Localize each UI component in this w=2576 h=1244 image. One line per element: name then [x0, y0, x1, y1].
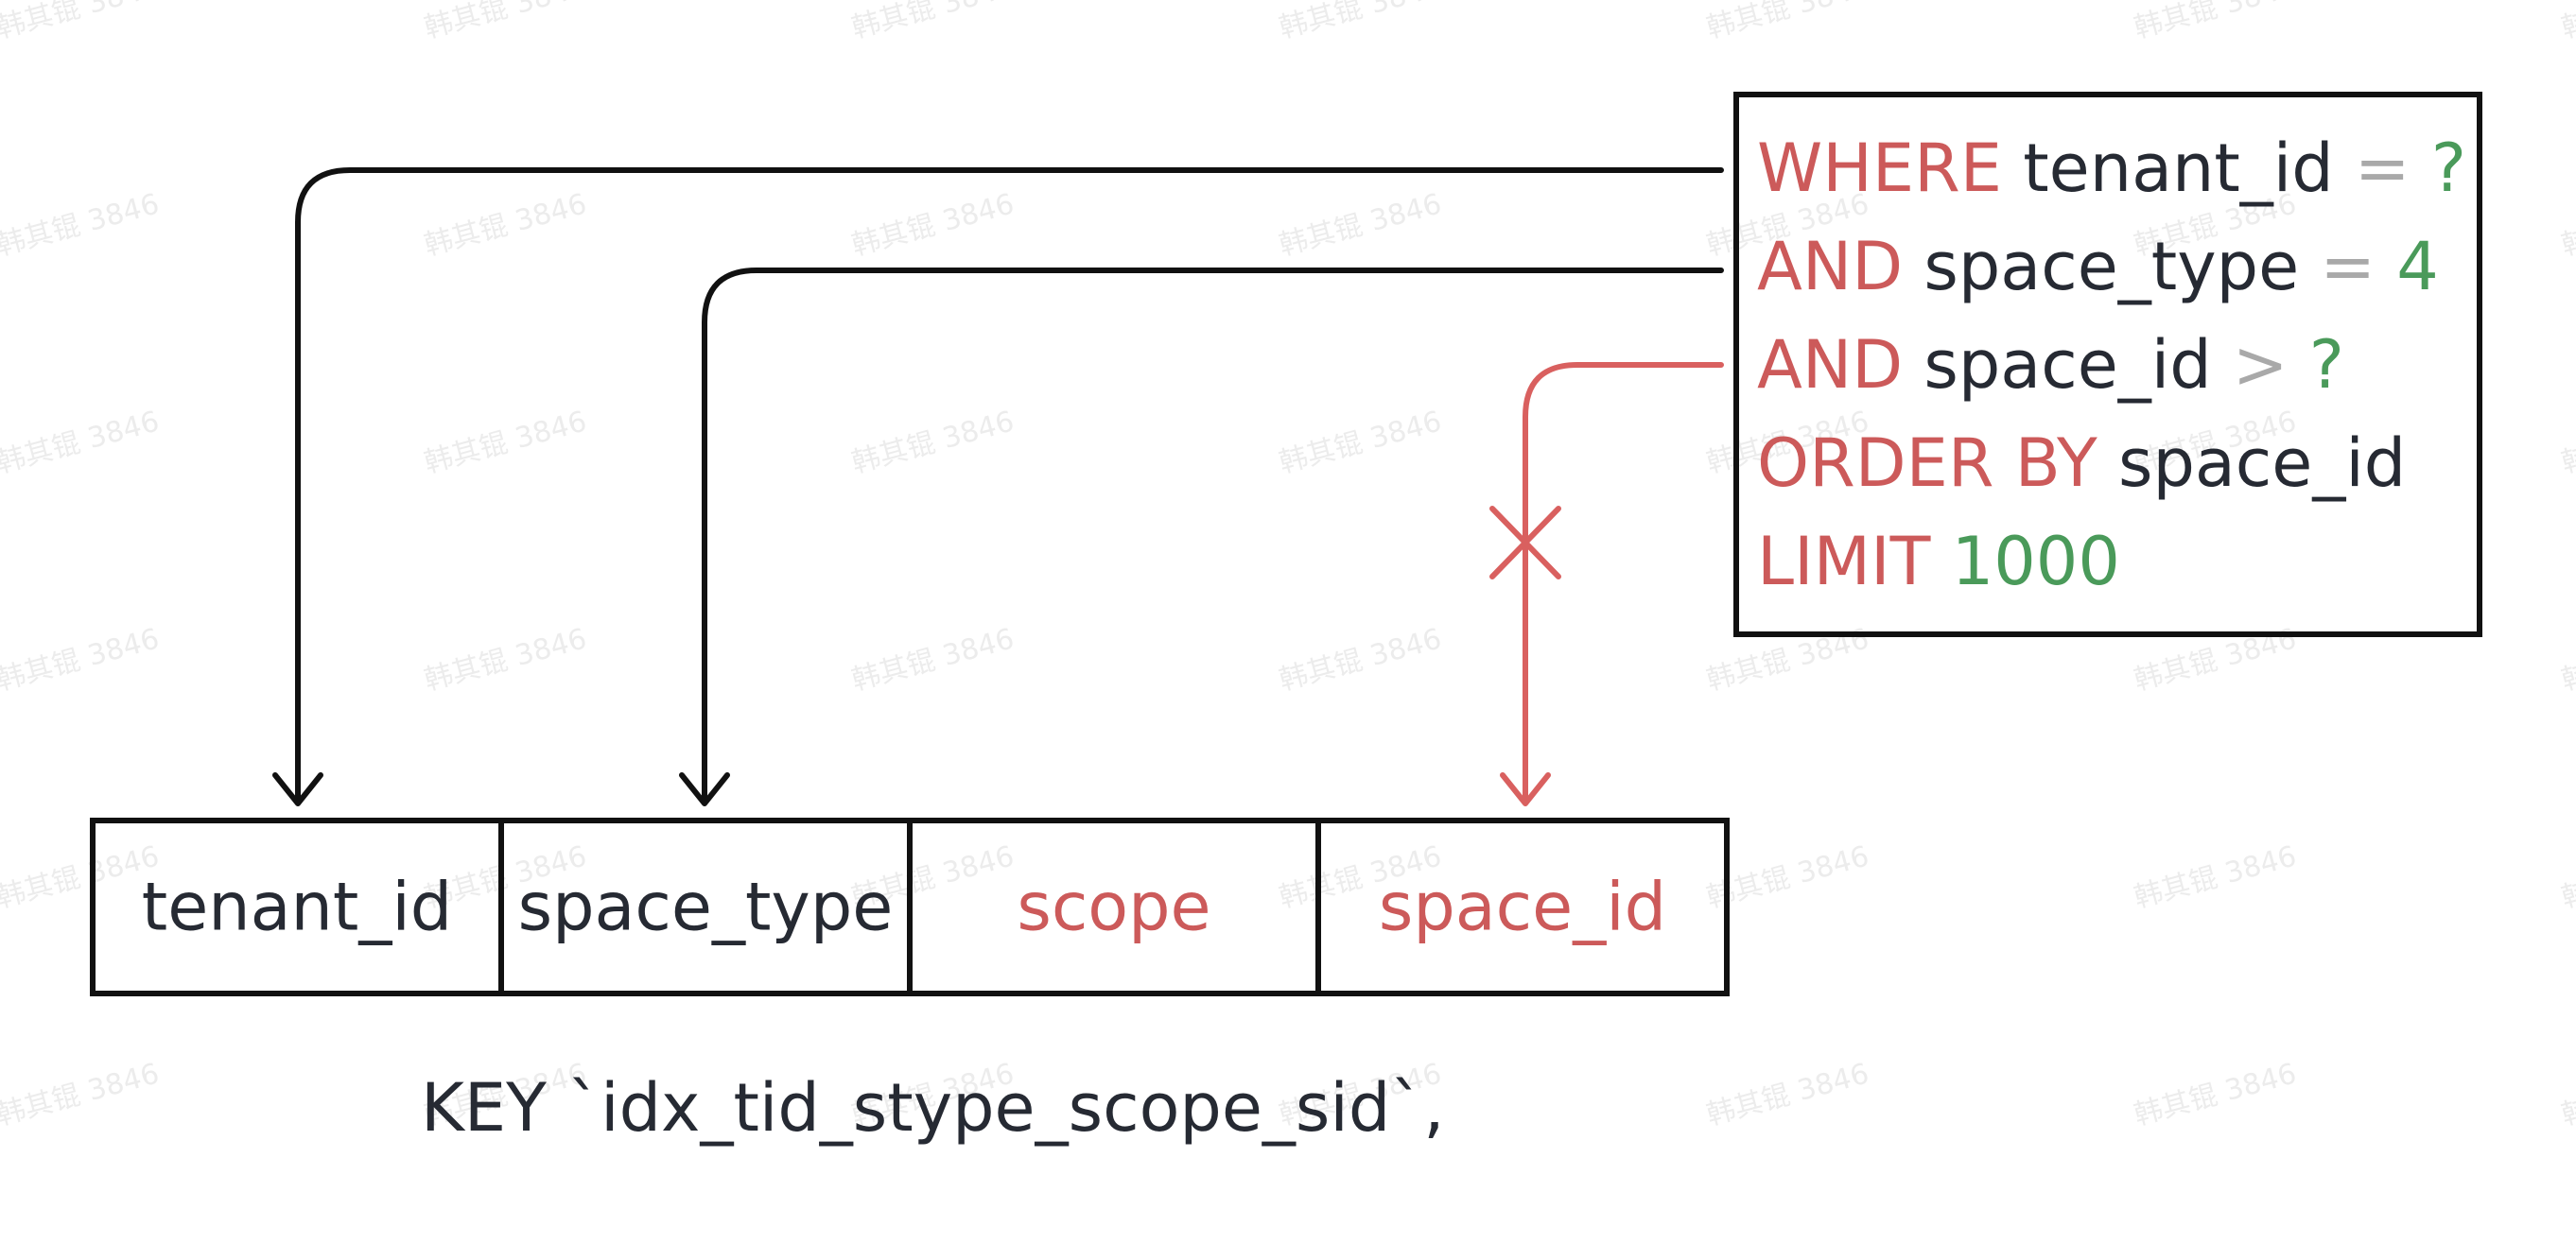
watermark-text: 韩其锟 3846 [1703, 1057, 1872, 1132]
watermark-text: 韩其锟 3846 [421, 622, 590, 697]
index-column-space-id: space_id [1315, 818, 1730, 996]
watermark-text: 韩其锟 3846 [2131, 1057, 2300, 1132]
arrow-space-id-blocked [1523, 362, 1724, 802]
watermark-text: 韩其锟 3846 [1276, 0, 1445, 45]
watermark-text: 韩其锟 3846 [1276, 187, 1445, 262]
sql-token: tenant_id [2002, 130, 2334, 207]
sql-line-3: AND space_id > ? [1757, 326, 2344, 404]
sql-token: = [2334, 130, 2411, 207]
watermark-text: 韩其锟 3846 [848, 622, 1018, 697]
watermark-text: 韩其锟 3846 [2558, 187, 2576, 262]
sql-query-frame [1733, 92, 2482, 637]
arrowhead-tenant-id [272, 772, 323, 806]
watermark-text: 韩其锟 3846 [2558, 405, 2576, 479]
sql-line-1: WHERE tenant_id = ? [1757, 130, 2466, 207]
sql-token: 1000 [1930, 523, 2119, 600]
arrowhead-space-type [679, 772, 730, 806]
sql-token: WHERE [1757, 130, 2002, 207]
sql-token: ? [2411, 130, 2466, 207]
watermark-text: 韩其锟 3846 [848, 187, 1018, 262]
watermark-text: 韩其锟 3846 [0, 1057, 163, 1132]
index-caption: KEY `idx_tid_stype_scope_sid`, [421, 1069, 1445, 1147]
sql-token: ? [2289, 326, 2344, 404]
watermark-text: 韩其锟 3846 [0, 187, 163, 262]
arrowhead-space-id [1500, 772, 1551, 806]
watermark-text: 韩其锟 3846 [2131, 0, 2300, 45]
watermark-text: 韩其锟 3846 [2558, 0, 2576, 45]
sql-token: ORDER BY [1757, 424, 2097, 502]
arrow-tenant-id [295, 167, 1724, 802]
watermark-text: 韩其锟 3846 [0, 622, 163, 697]
connector-arrows [272, 167, 1724, 806]
sql-token: = [2299, 228, 2376, 305]
index-column-label: space_type [518, 869, 894, 946]
watermark-text: 韩其锟 3846 [2558, 622, 2576, 697]
watermark-text: 韩其锟 3846 [0, 839, 163, 914]
watermark-text: 韩其锟 3846 [0, 405, 163, 479]
sql-line-5: LIMIT 1000 [1757, 523, 2120, 600]
sql-line-4: ORDER BY space_id [1757, 424, 2406, 502]
sql-query-lines: WHERE tenant_id = ?AND space_type = 4AND… [1757, 130, 2466, 600]
watermark-text: 韩其锟 3846 [421, 187, 590, 262]
sql-token: space_id [1903, 326, 2211, 404]
blocked-x-icon [1489, 506, 1561, 579]
sql-line-2: AND space_type = 4 [1757, 228, 2439, 305]
arrow-space-type [702, 268, 1724, 802]
watermark-text: 韩其锟 3846 [1276, 622, 1445, 697]
index-column-label: tenant_id [142, 869, 452, 946]
sql-token: AND [1757, 228, 1903, 305]
sql-token: LIMIT [1757, 523, 1931, 600]
watermark-text: 韩其锟 3846 [421, 405, 590, 479]
sql-token: 4 [2376, 228, 2439, 305]
index-column-scope: scope [907, 818, 1321, 996]
watermark-text: 韩其锟 3846 [0, 0, 163, 45]
watermark-text: 韩其锟 3846 [421, 0, 590, 45]
sql-token: space_type [1903, 228, 2299, 305]
watermark-text: 韩其锟 3846 [2558, 1057, 2576, 1132]
sql-token: > [2212, 326, 2289, 404]
watermark-text: 韩其锟 3846 [1703, 0, 1872, 45]
index-columns-row: tenant_id space_type scope space_id [90, 818, 1730, 996]
index-column-label: space_id [1379, 869, 1666, 946]
watermark-text: 韩其锟 3846 [1276, 405, 1445, 479]
index-column-label: scope [1017, 869, 1210, 946]
index-column-cell [1315, 818, 1730, 996]
sql-token: space_id [2097, 424, 2406, 502]
sql-query-box: WHERE tenant_id = ?AND space_type = 4AND… [1733, 92, 2482, 637]
sql-token: AND [1757, 326, 1903, 404]
watermark-text: 韩其锟 3846 [848, 405, 1018, 479]
watermark-text: 韩其锟 3846 [2558, 839, 2576, 914]
watermark-text: 韩其锟 3846 [2131, 839, 2300, 914]
watermark-text: 韩其锟 3846 [848, 0, 1018, 45]
